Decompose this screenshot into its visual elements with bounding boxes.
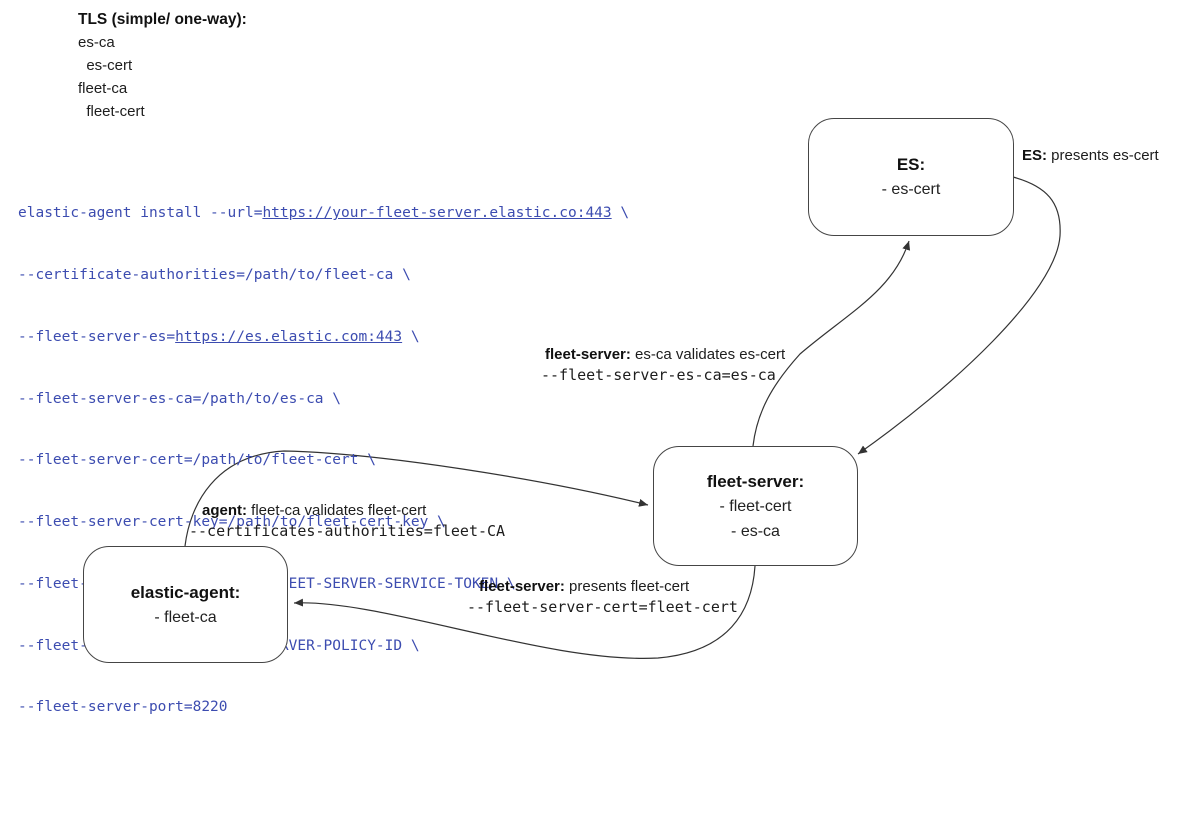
install-command-block: elastic-agent install --url=https://your… — [18, 162, 629, 759]
command-line: --fleet-server-cert=/path/to/fleet-cert … — [18, 452, 376, 469]
node-fleet-server-item: - fleet-cert — [719, 497, 792, 515]
edge-agent-to-fleet-server-arrow — [184, 450, 649, 547]
label-code-line: --fleet-server-es-ca=es-ca — [541, 366, 776, 384]
node-es-title: ES: — [896, 155, 926, 174]
tls-list-item: es-ca — [78, 34, 115, 51]
node-fleet-server-title: fleet-server: — [706, 471, 805, 491]
label-bold-prefix: fleet-server: — [479, 578, 565, 595]
command-line: elastic-agent install --url=https://your… — [18, 203, 629, 224]
label-text: presents fleet-cert — [564, 578, 690, 595]
label-es-presents-es-cert: ES: presents es-cert — [1022, 146, 1159, 166]
fleet-server-url-link[interactable]: https://your-fleet-server.elastic.co:443 — [262, 205, 612, 222]
label-text: fleet-ca validates fleet-cert — [247, 502, 427, 519]
command-line: --fleet-server-cert-key=/path/to/fleet-c… — [18, 514, 446, 531]
tls-list-item: fleet-cert — [78, 103, 145, 120]
command-line: --fleet-server-es-ca=/path/to/es-ca \ — [18, 390, 342, 407]
label-fleet-server-validates-es-cert: fleet-server: es-ca validates es-cert --… — [541, 345, 785, 385]
node-elastic-agent-item: - fleet-ca — [154, 608, 217, 626]
command-text: \ — [611, 205, 630, 222]
tls-title: TLS (simple/ one-way): — [78, 11, 247, 28]
node-fleet-server: fleet-server: - fleet-cert - es-ca — [653, 446, 858, 566]
label-agent-validates-fleet-cert: agent: fleet-ca validates fleet-cert --c… — [189, 501, 505, 541]
tls-list-item: es-cert — [78, 57, 133, 74]
command-line: --fleet-server-es=https://es.elastic.com… — [18, 327, 629, 348]
command-text: elastic-agent install --url= — [18, 205, 263, 222]
command-line: --fleet-server-port=8220 — [18, 699, 228, 716]
label-bold-prefix: fleet-server: — [545, 346, 631, 363]
label-line: fleet-server: presents fleet-cert — [467, 577, 738, 597]
label-text: es-ca validates es-cert — [630, 346, 786, 363]
edge-fleet-server-to-agent-arrow — [293, 565, 756, 659]
label-code-line: --certificates-authorities=fleet-CA — [189, 522, 506, 540]
label-code-line: --fleet-server-cert=fleet-cert — [467, 598, 738, 616]
node-elastic-agent: elastic-agent: - fleet-ca — [83, 546, 288, 663]
label-bold-prefix: agent: — [202, 502, 247, 519]
edge-es-to-fleet-server-arrow — [857, 176, 1061, 455]
label-text: presents es-cert — [1047, 147, 1159, 164]
tls-list-item: fleet-ca — [78, 80, 128, 97]
label-line: agent: fleet-ca validates fleet-cert — [189, 501, 505, 521]
node-elastic-agent-title: elastic-agent: — [130, 582, 241, 602]
command-text: \ — [402, 328, 420, 345]
es-url-link[interactable]: https://es.elastic.com:443 — [175, 328, 403, 345]
tls-header: TLS (simple/ one-way): es-ca es-cert fle… — [78, 8, 247, 123]
node-es-item: - es-cert — [881, 181, 941, 198]
node-fleet-server-item: - es-ca — [731, 522, 780, 540]
node-es: ES: - es-cert — [808, 118, 1014, 236]
edge-fleet-server-to-es-arrow — [752, 240, 911, 447]
label-bold-prefix: ES: — [1022, 147, 1048, 164]
label-fleet-server-presents-fleet-cert: fleet-server: presents fleet-cert --flee… — [467, 577, 738, 617]
command-text: --fleet-server-es= — [18, 328, 176, 345]
label-line: fleet-server: es-ca validates es-cert — [541, 345, 785, 365]
command-line: --certificate-authorities=/path/to/fleet… — [18, 266, 411, 283]
